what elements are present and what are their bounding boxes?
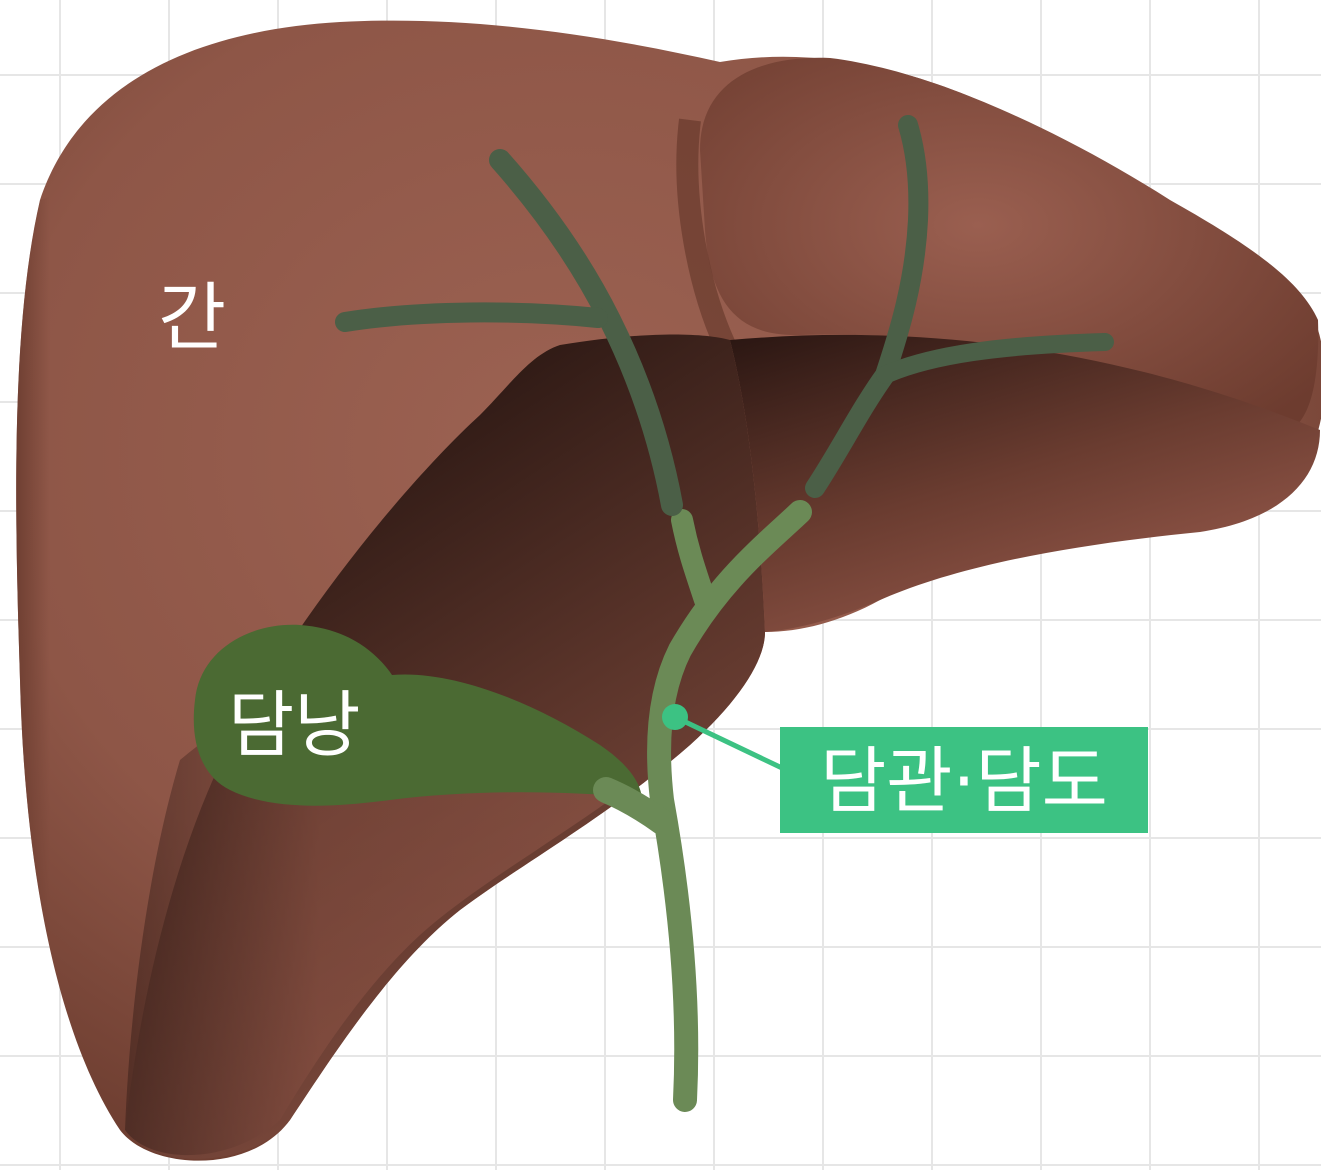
callout-dot xyxy=(662,704,688,730)
gallbladder-label: 담낭 xyxy=(228,683,360,767)
liver xyxy=(16,21,1321,1161)
left-duct-branch xyxy=(345,312,598,322)
bile-duct-label: 담관·담도 xyxy=(820,739,1108,823)
liver-label: 간 xyxy=(158,275,226,361)
